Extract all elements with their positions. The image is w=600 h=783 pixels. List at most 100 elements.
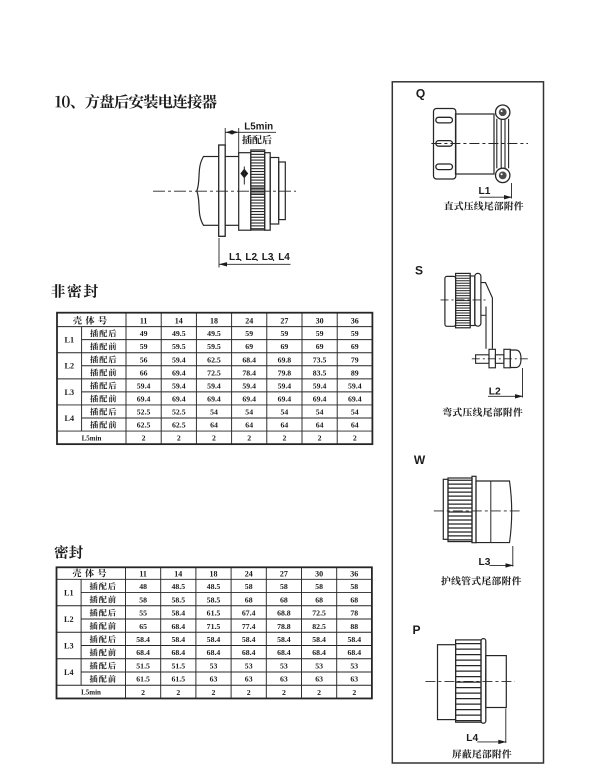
svg-text:69.8: 69.8 [278,355,292,364]
svg-text:36: 36 [351,317,359,326]
svg-text:64: 64 [316,421,324,430]
svg-text:L3: L3 [65,388,75,397]
svg-text:58.4: 58.4 [171,635,185,644]
svg-text:69: 69 [245,342,253,351]
svg-text:11: 11 [139,569,147,578]
svg-text:58: 58 [139,595,147,604]
svg-text:58.5: 58.5 [171,595,185,604]
svg-text:89: 89 [351,368,359,377]
svg-text:2: 2 [318,434,322,443]
svg-text:L2: L2 [245,252,257,263]
svg-text:49: 49 [140,329,148,338]
svg-text:58: 58 [245,582,253,591]
svg-text:58.4: 58.4 [242,635,256,644]
svg-text:62.5: 62.5 [172,421,186,430]
svg-text:49.5: 49.5 [172,329,186,338]
svg-text:2: 2 [247,688,251,697]
svg-text:63: 63 [280,675,288,684]
svg-text:58.4: 58.4 [207,635,221,644]
svg-text:S: S [415,264,423,278]
svg-text:11: 11 [140,317,148,326]
svg-text:68.4: 68.4 [207,648,221,657]
svg-text:68: 68 [350,595,358,604]
svg-text:L1: L1 [65,336,75,345]
svg-text:L3: L3 [64,641,74,650]
svg-text:69.4: 69.4 [313,394,327,403]
svg-text:68.4: 68.4 [171,648,185,657]
svg-text:72.5: 72.5 [207,368,221,377]
svg-text:64: 64 [281,421,289,430]
svg-text:59: 59 [316,329,324,338]
svg-text:18: 18 [210,317,218,326]
svg-text:14: 14 [175,317,183,326]
svg-text:69.4: 69.4 [278,394,292,403]
svg-text:64: 64 [245,421,253,430]
svg-text:2: 2 [282,688,286,697]
svg-text:58.4: 58.4 [347,635,361,644]
svg-text:69.4: 69.4 [207,394,221,403]
svg-text:67.4: 67.4 [242,609,256,618]
svg-text:53: 53 [315,661,323,670]
svg-text:63: 63 [210,675,218,684]
svg-text:58.4: 58.4 [277,635,291,644]
svg-text:68: 68 [280,595,288,604]
svg-text:L2: L2 [64,615,74,624]
svg-text:24: 24 [245,569,253,578]
svg-text:L4: L4 [65,414,75,423]
svg-text:68.4: 68.4 [242,355,256,364]
svg-text:58: 58 [350,582,358,591]
svg-text:58.4: 58.4 [136,635,150,644]
svg-text:59.4: 59.4 [348,381,362,390]
svg-text:69.4: 69.4 [172,394,186,403]
svg-text:L1: L1 [64,588,74,597]
svg-text:69.4: 69.4 [242,394,256,403]
svg-text:68.4: 68.4 [312,648,326,657]
svg-text:18: 18 [210,569,218,578]
svg-text:2: 2 [176,688,180,697]
svg-text:48.5: 48.5 [171,582,185,591]
svg-text:78.4: 78.4 [242,368,256,377]
svg-text:69: 69 [351,342,359,351]
svg-text:48: 48 [139,582,147,591]
svg-text:2: 2 [352,688,356,697]
svg-text:61.5: 61.5 [207,609,221,618]
svg-text:54: 54 [316,408,324,417]
svg-text:68.4: 68.4 [136,648,150,657]
svg-text:78: 78 [350,609,358,618]
svg-text:66: 66 [140,368,148,377]
svg-text:L4: L4 [466,733,478,744]
svg-text:59.4: 59.4 [172,355,186,364]
svg-text:68: 68 [245,595,253,604]
svg-text:59: 59 [245,329,253,338]
svg-text:P: P [412,623,420,637]
svg-text:59.4: 59.4 [207,381,221,390]
svg-text:54: 54 [351,408,359,417]
svg-text:L4: L4 [64,668,74,677]
svg-text:68.4: 68.4 [242,648,256,657]
svg-text:69.4: 69.4 [348,394,362,403]
svg-text:62.5: 62.5 [137,421,151,430]
svg-text:L3: L3 [262,252,274,263]
svg-text:68.4: 68.4 [277,648,291,657]
svg-text:W: W [414,453,426,467]
svg-text:53: 53 [245,661,253,670]
svg-text:48.5: 48.5 [207,582,221,591]
svg-text:59.4: 59.4 [242,381,256,390]
svg-text:L5min: L5min [82,434,102,442]
svg-text:59: 59 [351,329,359,338]
svg-text:L2: L2 [65,362,75,371]
svg-text:78.8: 78.8 [277,622,291,631]
svg-text:68.4: 68.4 [171,622,185,631]
svg-text:88: 88 [350,622,358,631]
svg-text:69: 69 [316,342,324,351]
svg-text:65: 65 [139,622,147,631]
svg-text:58.4: 58.4 [171,609,185,618]
svg-text:73.5: 73.5 [313,355,327,364]
svg-text:2: 2 [247,434,251,443]
svg-text:79: 79 [351,355,359,364]
svg-text:54: 54 [210,408,218,417]
svg-text:64: 64 [210,421,218,430]
svg-text:53: 53 [280,661,288,670]
svg-text:79.8: 79.8 [278,368,292,377]
svg-text:59: 59 [281,329,289,338]
